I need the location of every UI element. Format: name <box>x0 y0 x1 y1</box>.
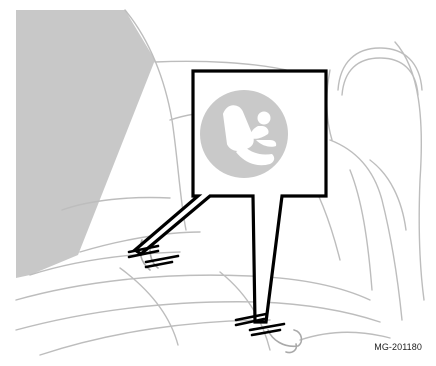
child-seat-anchor-icon <box>200 90 288 178</box>
image-code-label: MG-201180 <box>374 342 422 352</box>
